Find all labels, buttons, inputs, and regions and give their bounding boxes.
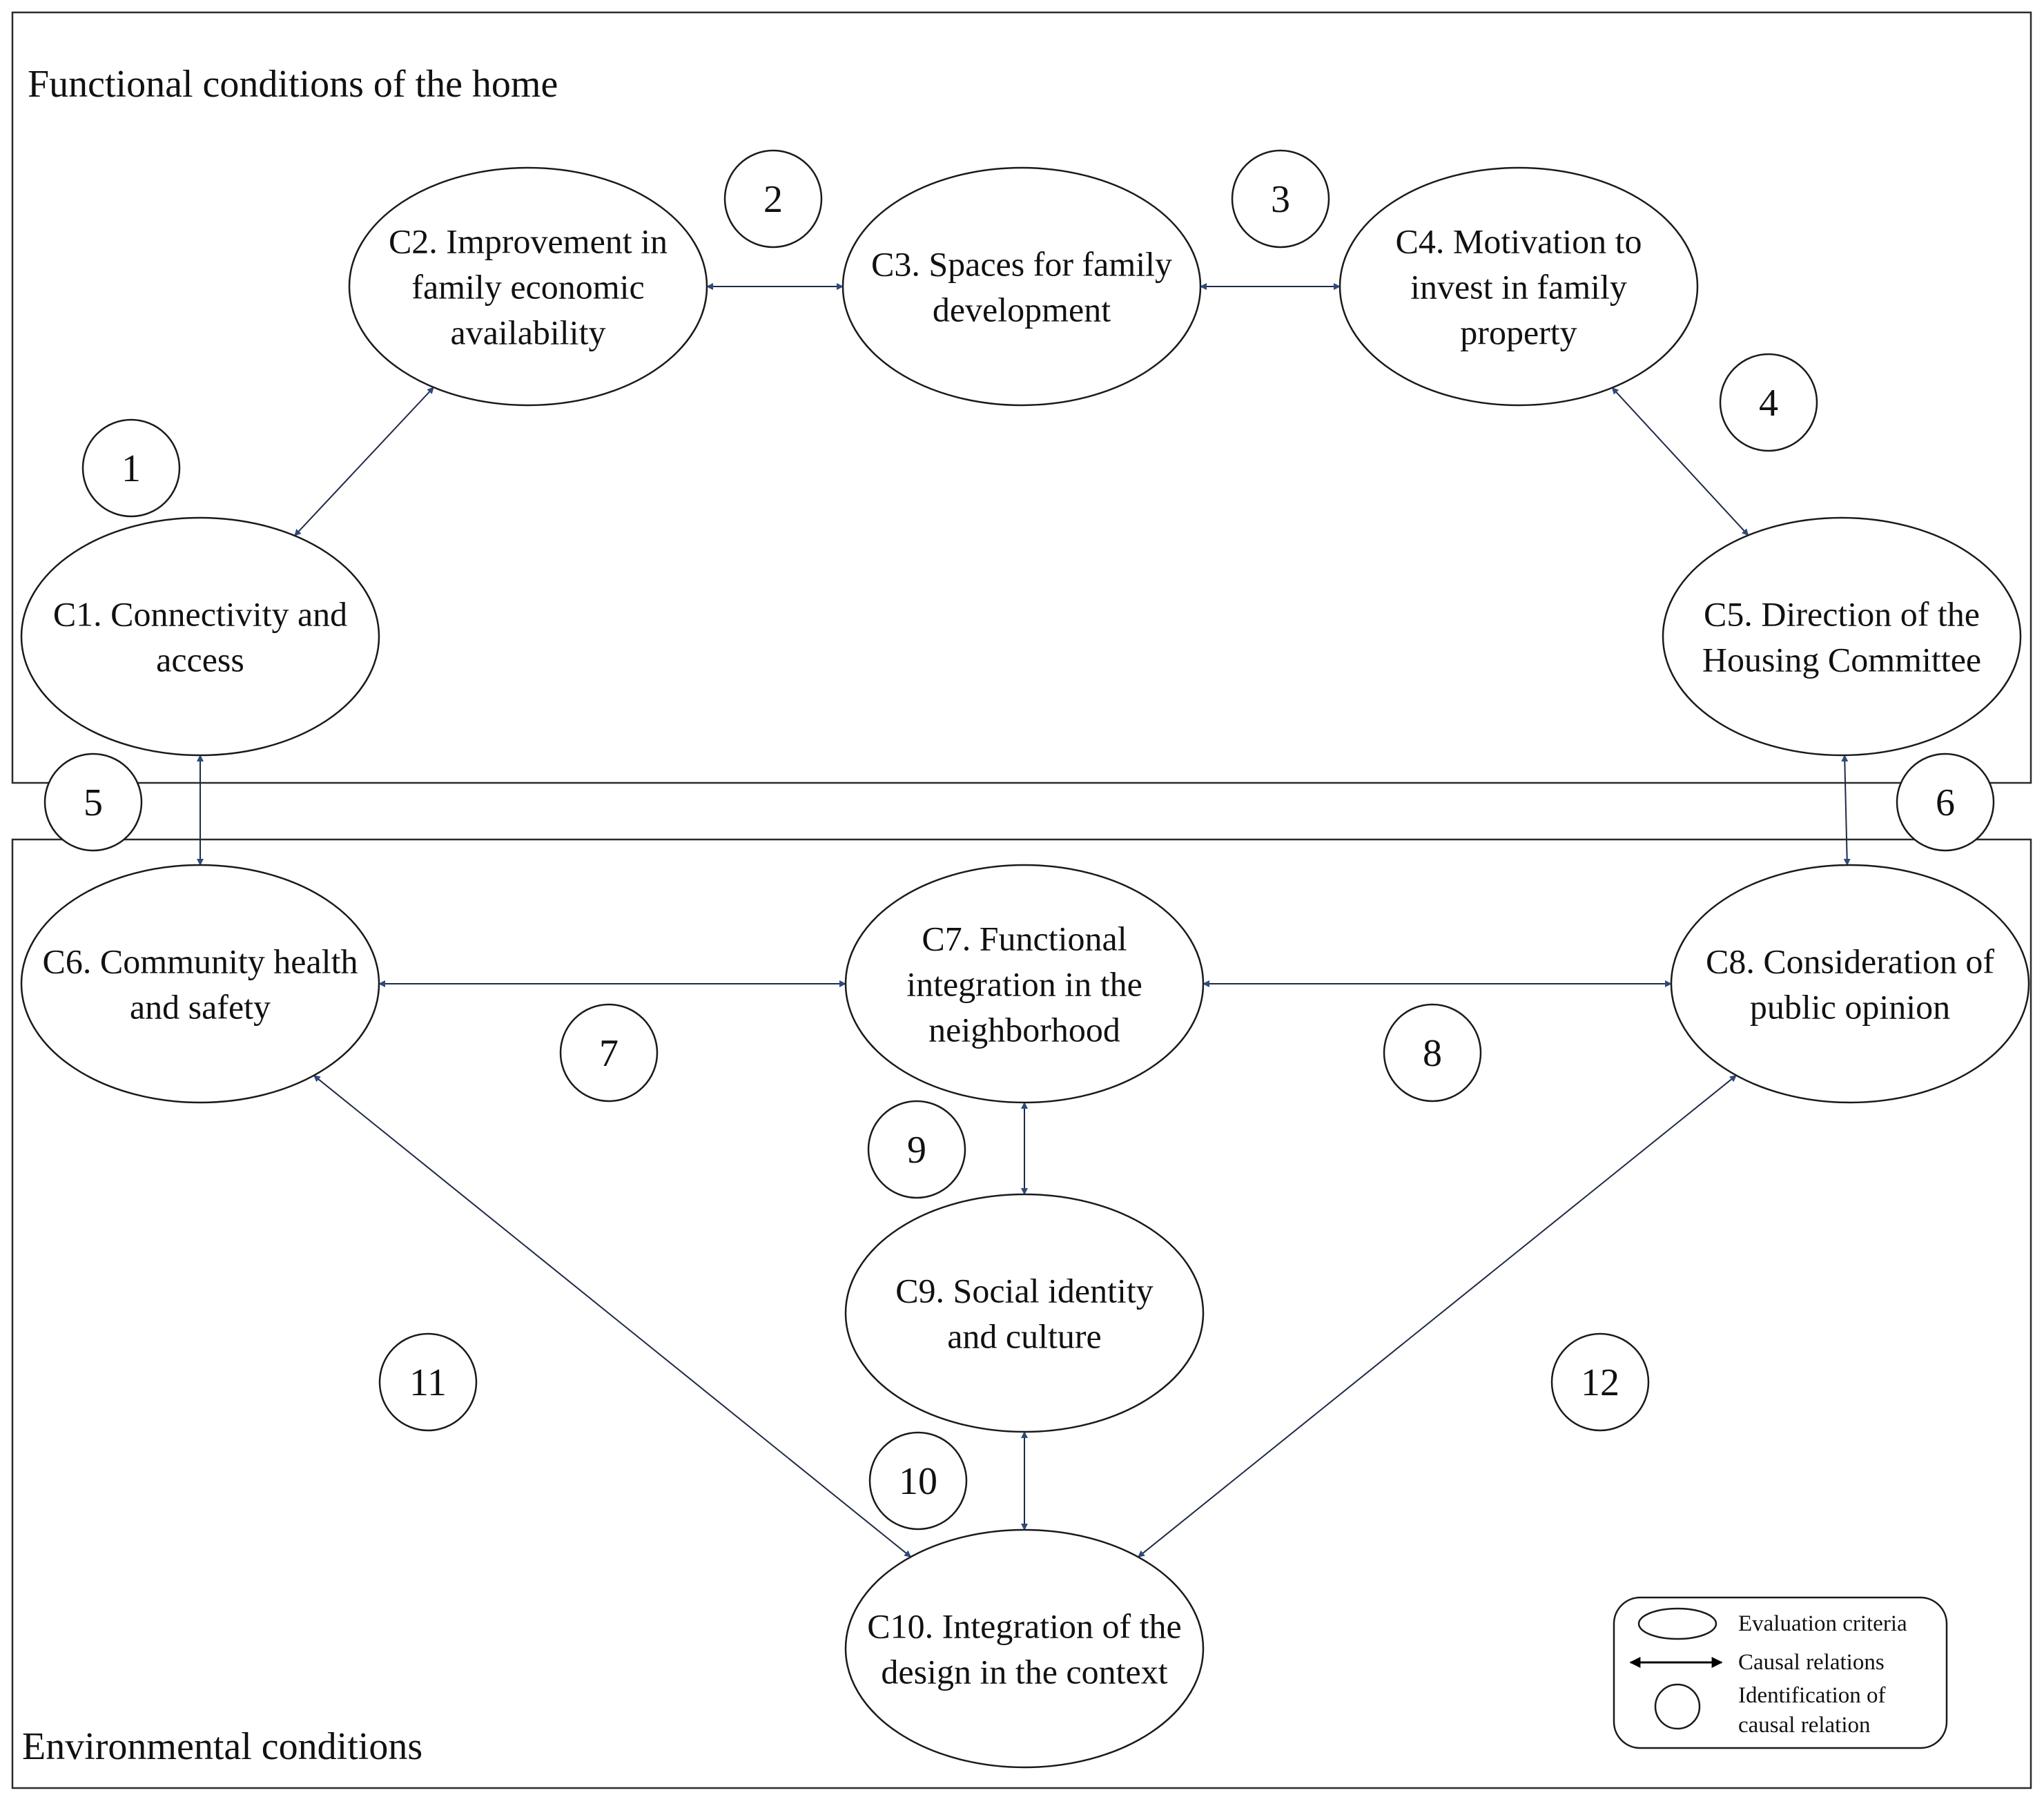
relation-number-10: 10 <box>868 1431 968 1531</box>
relation-number-text: 2 <box>763 178 783 221</box>
criteria-nodes: C1. Connectivity and access C2. Improvemen… <box>20 166 2030 1769</box>
criterion-node-c1: C1. Connectivity and access <box>20 516 380 757</box>
criterion-label-c4-line-2: invest in family <box>1410 268 1627 307</box>
relation-number-9: 9 <box>867 1100 966 1199</box>
relation-number-text: 5 <box>84 781 103 824</box>
criterion-label-c3-line-1: C3. Spaces for family <box>871 245 1172 284</box>
relation-number-2: 2 <box>723 149 823 249</box>
criterion-label-c8-line-1: C8. Consideration of <box>1706 942 1994 981</box>
relation-arrow-1 <box>294 387 434 536</box>
relation-number-circle <box>1550 1332 1650 1432</box>
relation-number-text: 11 <box>409 1361 447 1404</box>
relation-number-4: 4 <box>1719 353 1818 452</box>
criterion-label-c2-line-2: family economic <box>411 268 644 307</box>
legend: Evaluation criteria Causal relations Ide… <box>1613 1596 1948 1749</box>
relation-number-text: 12 <box>1581 1361 1619 1404</box>
relation-number-circle <box>43 752 143 852</box>
criterion-label-c8-line-2: public opinion <box>1750 988 1950 1027</box>
relation-number-text: 7 <box>599 1032 619 1075</box>
criterion-label-c9-line-2: and culture <box>947 1317 1102 1356</box>
criterion-label-c5-line-1: C5. Direction of the <box>1704 595 1980 634</box>
relation-number-circle <box>723 149 823 249</box>
relation-number-text: 3 <box>1271 178 1290 221</box>
relation-number-circle <box>1383 1003 1482 1103</box>
relation-number-6: 6 <box>1896 752 1995 852</box>
criterion-ellipse-c5 <box>1662 516 2022 757</box>
criterion-label-c3-line-2: development <box>933 291 1111 329</box>
relation-number-5: 5 <box>43 752 143 852</box>
legend-circle-symbol <box>1654 1683 1701 1730</box>
relation-arrow-12 <box>1138 1074 1737 1558</box>
criterion-label-c7-line-2: integration in the <box>906 965 1142 1004</box>
relation-arrow-11 <box>313 1075 912 1557</box>
criterion-node-c2: C2. Improvement in family economic availab… <box>348 166 708 407</box>
relation-number-3: 3 <box>1231 149 1330 249</box>
criterion-label-c9-line-1: C9. Social identity <box>895 1272 1154 1310</box>
criterion-label-c7-line-3: neighborhood <box>928 1011 1120 1049</box>
relation-number-circle <box>867 1100 966 1199</box>
relation-number-circle <box>1231 149 1330 249</box>
criterion-node-c6: C6. Community health and safety <box>20 864 380 1104</box>
criterion-node-c7: C7. Functional integration in the neighbor… <box>844 864 1205 1104</box>
relation-arrow-6 <box>1841 755 1851 866</box>
criterion-ellipse-c6 <box>20 864 380 1104</box>
relation-number-circle <box>559 1003 659 1103</box>
relation-arrow-4 <box>1611 387 1749 536</box>
criterion-label-c2-line-1: C2. Improvement in <box>389 222 668 261</box>
relation-number-circle <box>1896 752 1995 852</box>
criterion-ellipse-c1 <box>20 516 380 757</box>
criterion-ellipse-c7 <box>844 864 1205 1104</box>
criterion-label-c10-line-1: C10. Integration of the <box>867 1607 1181 1646</box>
criterion-ellipse-c3 <box>841 166 1202 407</box>
relation-number-text: 4 <box>1759 382 1778 425</box>
criterion-ellipse-c4 <box>1339 166 1699 407</box>
legend-identification-line-1: Identification of <box>1738 1683 1886 1708</box>
relation-arrows <box>197 283 1851 1558</box>
criterion-node-c3: C3. Spaces for family development <box>841 166 1202 407</box>
criterion-label-c1-line-2: access <box>156 641 244 679</box>
environment-region-frame <box>11 838 2032 1789</box>
criterion-label-c6-line-1: C6. Community health <box>43 942 358 981</box>
environment-region-title: Environmental conditions <box>22 1725 422 1768</box>
criterion-node-c10: C10. Integration of the design in the con… <box>844 1528 1205 1769</box>
criterion-label-c6-line-2: and safety <box>130 988 271 1027</box>
relation-number-8: 8 <box>1383 1003 1482 1103</box>
relation-number-text: 9 <box>907 1129 926 1172</box>
relation-number-circle <box>1719 353 1818 452</box>
criterion-ellipse-c2 <box>348 166 708 407</box>
criterion-label-c4-line-3: property <box>1460 313 1577 352</box>
criterion-label-c1-line-1: C1. Connectivity and <box>53 595 347 634</box>
relation-number-text: 6 <box>1936 781 1955 824</box>
relation-number-text: 8 <box>1423 1032 1442 1075</box>
criterion-node-c4: C4. Motivation to invest in family propert… <box>1339 166 1699 407</box>
relation-number-7: 7 <box>559 1003 659 1103</box>
relation-number-circle <box>868 1431 968 1531</box>
relation-number-circle <box>378 1332 478 1432</box>
criterion-label-c7-line-1: C7. Functional <box>922 920 1127 958</box>
legend-ellipse-symbol <box>1637 1607 1717 1640</box>
criterion-label-c2-line-3: availability <box>451 313 606 352</box>
criterion-label-c10-line-2: design in the context <box>881 1653 1167 1691</box>
relation-number-circle <box>81 418 181 518</box>
criterion-label-c4-line-1: C4. Motivation to <box>1396 222 1642 261</box>
criterion-ellipse-c10 <box>844 1528 1205 1769</box>
criterion-label-c5-line-2: Housing Committee <box>1702 641 1981 679</box>
legend-identification-line-2: causal relation <box>1738 1713 1871 1738</box>
criterion-ellipse-c8 <box>1670 864 2030 1104</box>
home-region-title: Functional conditions of the home <box>28 63 558 106</box>
home-region-frame <box>11 11 2032 784</box>
legend-causal-relations: Causal relations <box>1738 1650 1885 1675</box>
relation-number-1: 1 <box>81 418 181 518</box>
relation-number-12: 12 <box>1550 1332 1650 1432</box>
relation-number-11: 11 <box>378 1332 478 1432</box>
relation-number-text: 1 <box>121 447 141 490</box>
legend-evaluation-criteria: Evaluation criteria <box>1738 1611 1907 1636</box>
criterion-node-c9: C9. Social identity and culture <box>844 1193 1205 1433</box>
relation-number-text: 10 <box>899 1460 937 1503</box>
criterion-ellipse-c9 <box>844 1193 1205 1433</box>
criterion-node-c8: C8. Consideration of public opinion <box>1670 864 2030 1104</box>
